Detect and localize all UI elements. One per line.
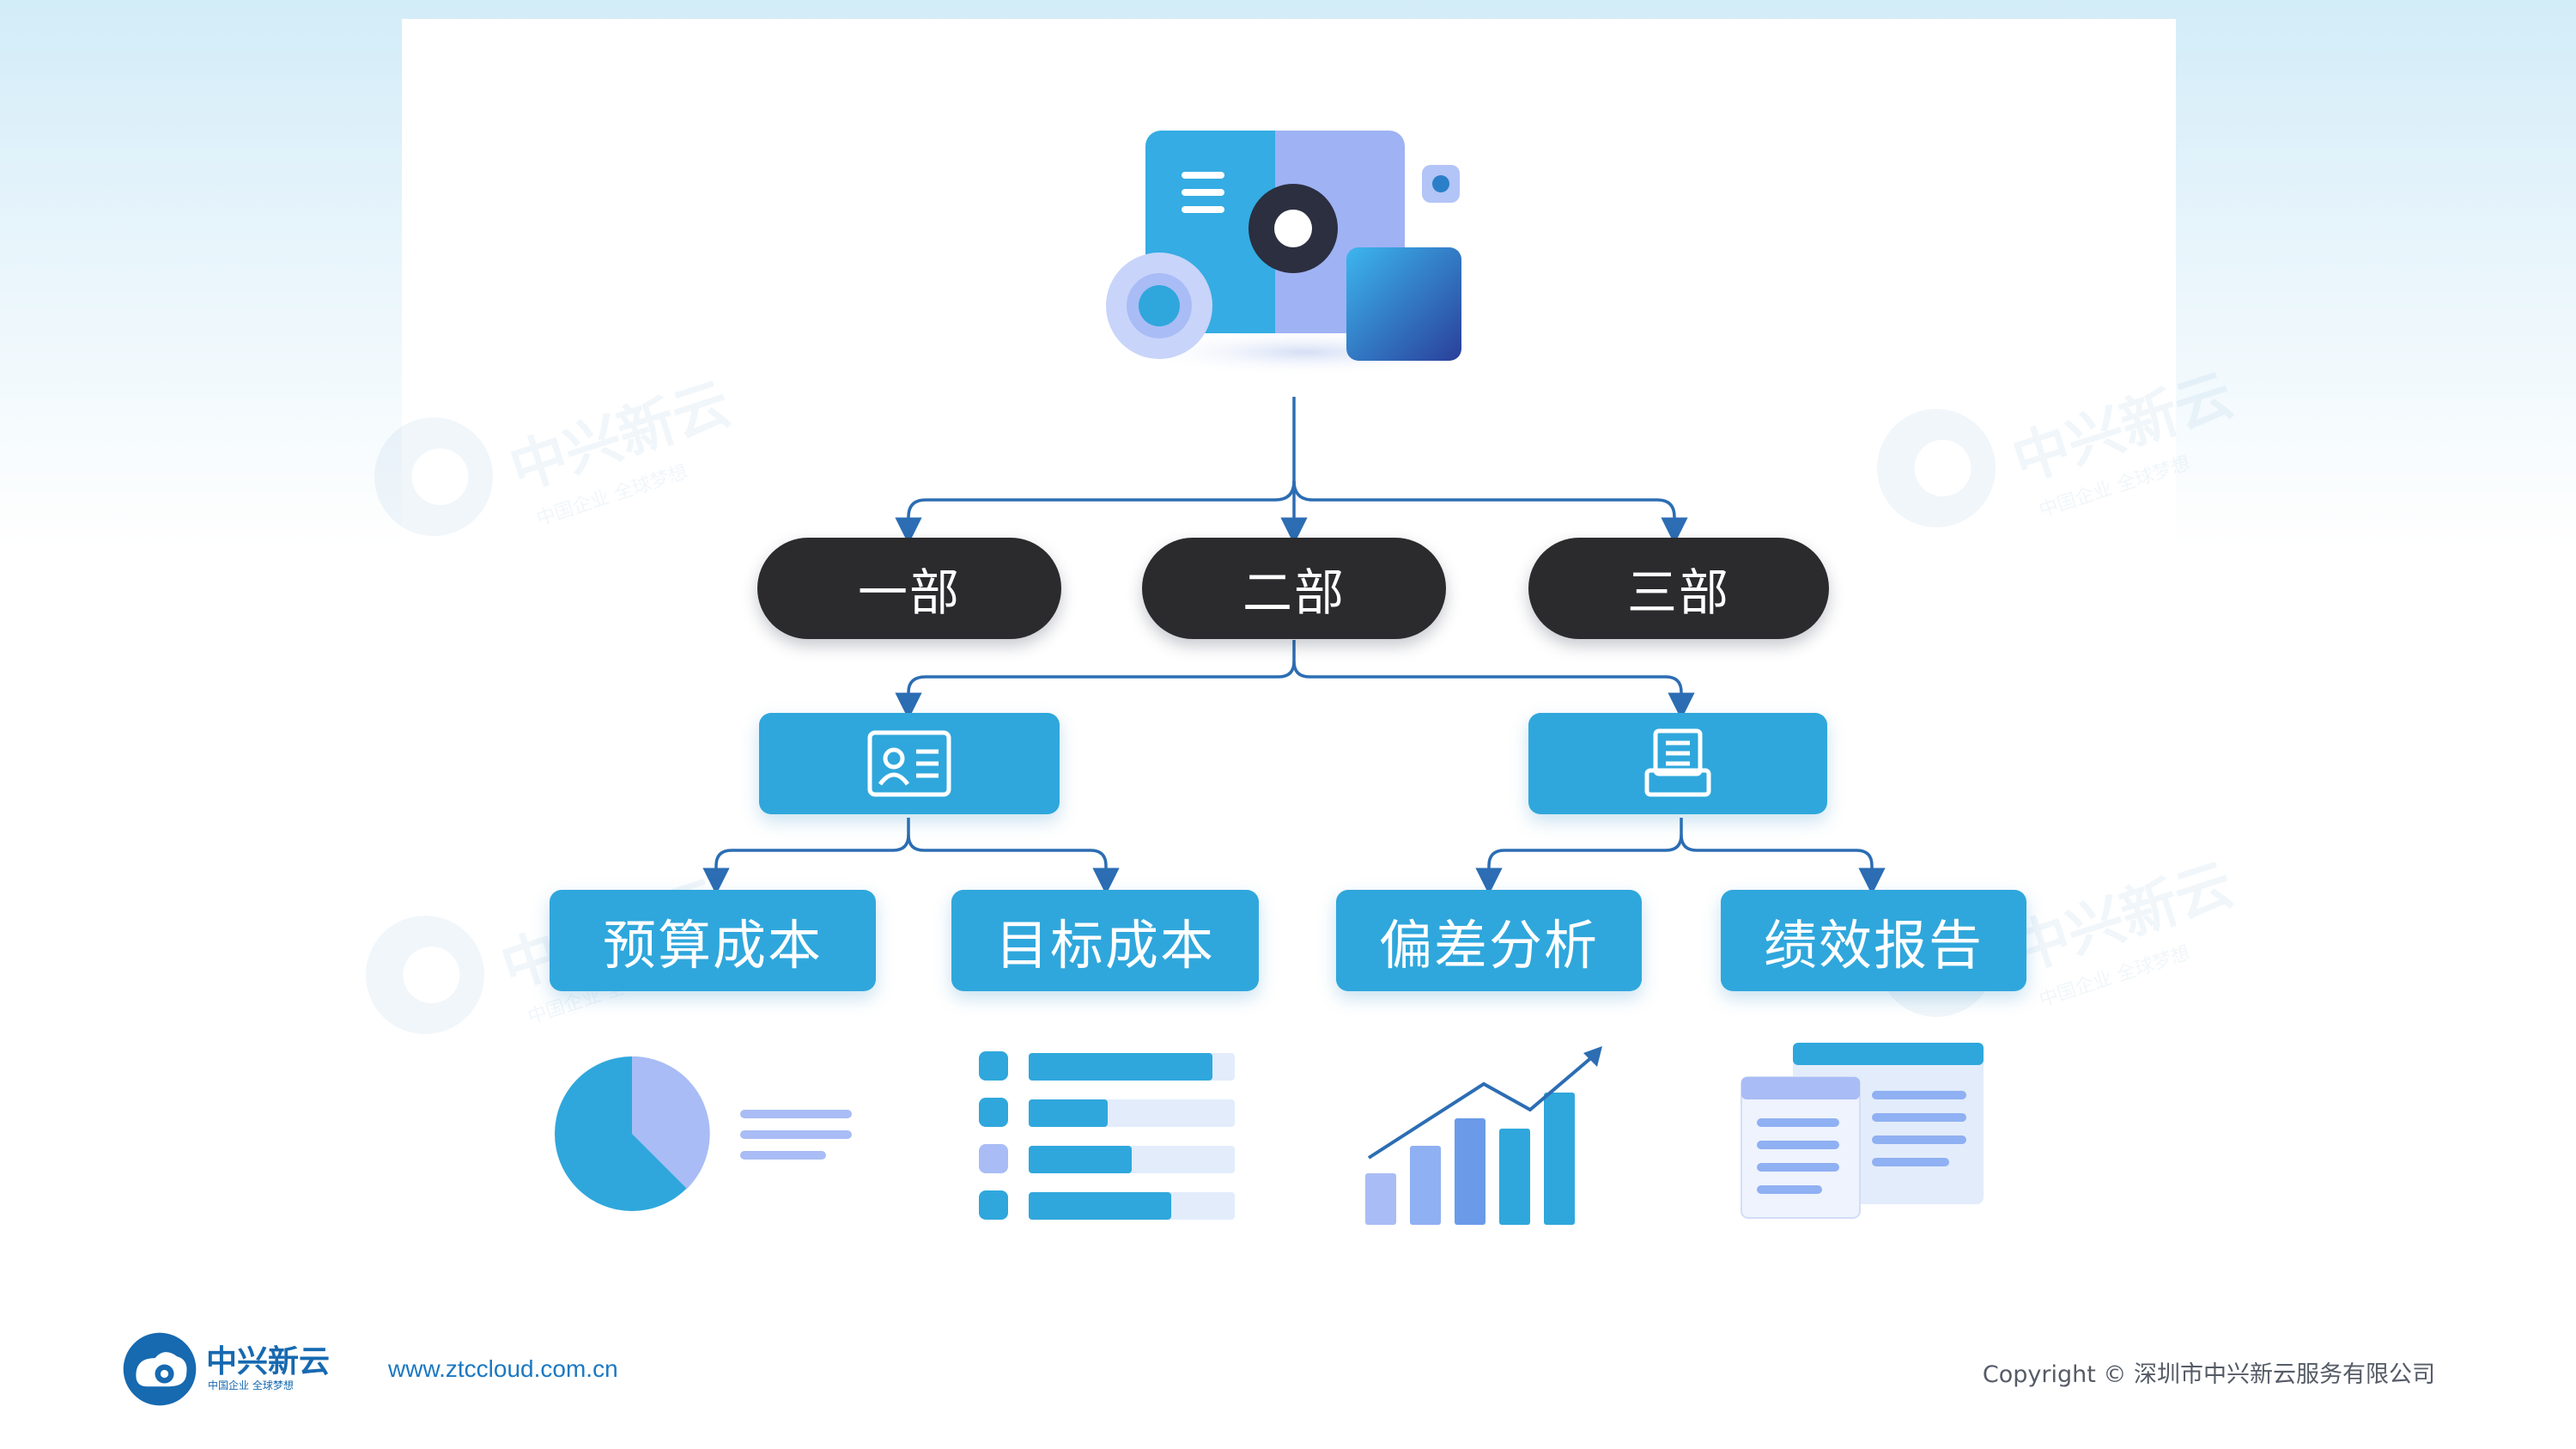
department-label: 三部 — [1626, 563, 1730, 622]
report-pages-icon — [1741, 1043, 1984, 1219]
department-1: 一部 — [757, 538, 1061, 639]
group-box-2 — [1528, 713, 1827, 814]
item-label: 目标成本 — [994, 914, 1215, 977]
department-label: 一部 — [857, 563, 961, 622]
watermark-logo: 中兴新云 中国企业 全球梦想 — [1872, 362, 2250, 550]
document-stack-icon — [1644, 728, 1711, 797]
horizontal-bars-icon — [979, 1051, 1235, 1220]
website-link[interactable]: www.ztccloud.com.cn — [388, 1355, 618, 1382]
department-label: 二部 — [1242, 563, 1346, 622]
watermark-logo: 中兴新云 中国企业 全球梦想 — [361, 868, 738, 1056]
item-target-cost: 目标成本 — [951, 890, 1259, 991]
brand-slogan: 中国企业 全球梦想 — [208, 1379, 294, 1391]
item-label: 偏差分析 — [1378, 914, 1599, 977]
item-label: 预算成本 — [602, 914, 823, 977]
pie-chart-icon — [555, 1056, 852, 1211]
dashboard-icon — [1106, 131, 1477, 376]
copyright-text: Copyright © 深圳市中兴新云服务有限公司 — [1982, 1361, 2435, 1388]
growth-chart-icon — [1365, 1046, 1602, 1225]
brand-name: 中兴新云 — [206, 1344, 331, 1379]
group-box-1 — [759, 713, 1060, 814]
item-label: 绩效报告 — [1763, 914, 1984, 977]
department-2: 二部 — [1142, 538, 1446, 639]
watermark-logo: 中兴新云 中国企业 全球梦想 — [369, 370, 747, 558]
brand-logo: 中兴新云 中国企业 全球梦想 — [120, 1330, 343, 1407]
item-budget-cost: 预算成本 — [550, 890, 876, 991]
cloud-logo-icon — [123, 1332, 197, 1406]
item-variance-analysis: 偏差分析 — [1336, 890, 1642, 991]
department-3: 三部 — [1528, 538, 1829, 639]
id-card-icon — [867, 730, 951, 797]
item-performance-report: 绩效报告 — [1721, 890, 2026, 991]
